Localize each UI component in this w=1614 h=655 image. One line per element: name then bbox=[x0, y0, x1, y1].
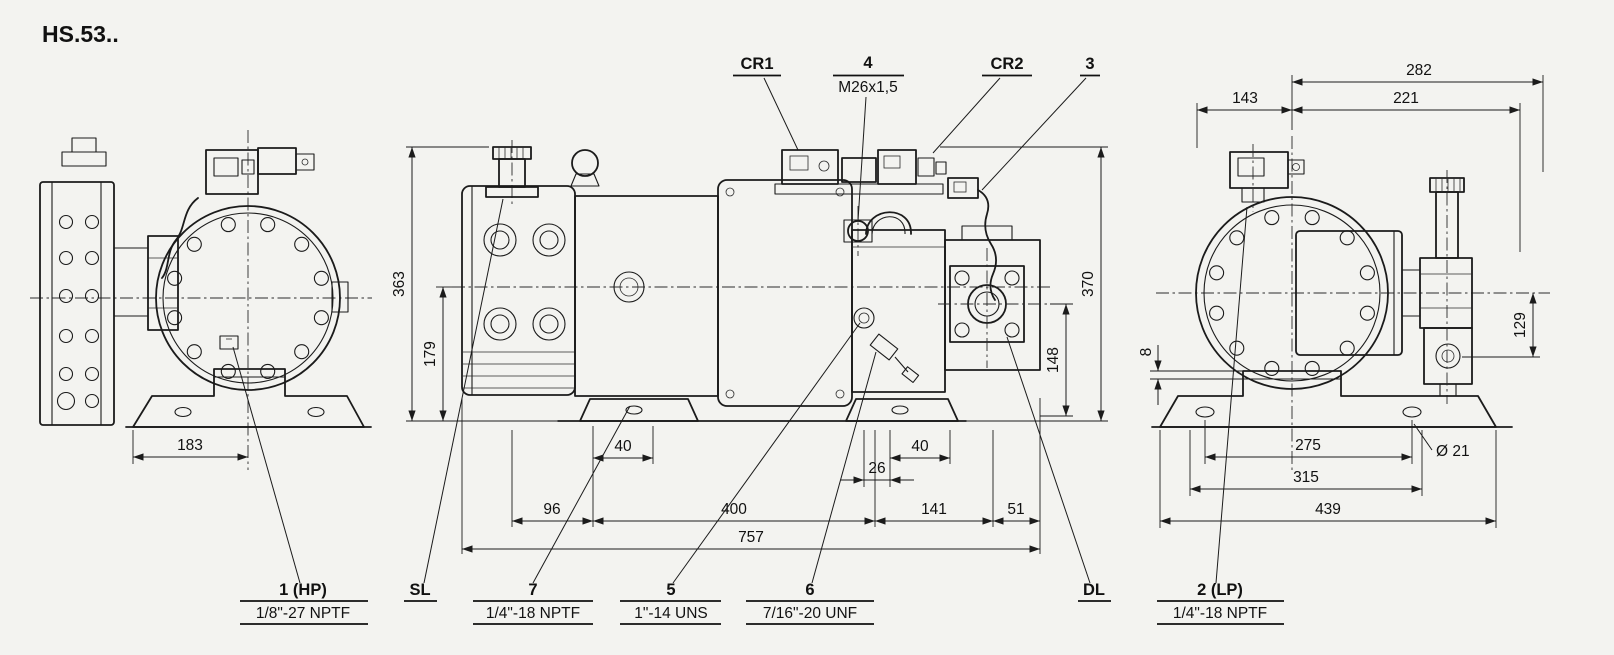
right-view: 282 143 221 129 8 275 315 439 Ø 21 bbox=[1138, 62, 1550, 528]
dim-282: 282 bbox=[1406, 62, 1432, 79]
callout-cr1: CR1 bbox=[740, 55, 773, 73]
plate-top-valve bbox=[61, 151, 107, 167]
page-title: HS.53.. bbox=[42, 21, 119, 47]
bottom-callouts: 1 (HP) 1/8"-27 NPTF SL 7 1/4"-18 NPTF 5 … bbox=[232, 198, 1284, 625]
dim-129: 129 bbox=[1512, 312, 1529, 338]
dim-40-right: 40 bbox=[911, 438, 929, 455]
callout-3: 3 bbox=[1085, 55, 1094, 73]
dim-143: 143 bbox=[1232, 90, 1258, 107]
mid-body bbox=[574, 195, 719, 397]
callout-2-lp: 2 (LP) bbox=[1197, 581, 1243, 599]
rear-foot bbox=[845, 398, 959, 422]
left-view: 183 bbox=[30, 130, 372, 470]
leader-2-lp bbox=[1215, 206, 1248, 584]
separator-panel bbox=[717, 179, 853, 407]
leader-3 bbox=[981, 77, 1087, 191]
solenoid-coil bbox=[257, 147, 297, 175]
thread-4: M26x1,5 bbox=[838, 79, 897, 96]
mounting-hole-right bbox=[1402, 406, 1422, 418]
hp-sensor bbox=[219, 335, 239, 350]
thread-6: 7/16"-20 UNF bbox=[763, 605, 857, 622]
suction-elbow bbox=[147, 235, 179, 331]
callout-dl: DL bbox=[1083, 581, 1105, 599]
callout-6: 6 bbox=[805, 581, 814, 599]
callout-5: 5 bbox=[666, 581, 675, 599]
dim-40-left: 40 bbox=[614, 438, 632, 455]
leader-4 bbox=[857, 96, 867, 222]
dim-275: 275 bbox=[1295, 437, 1321, 454]
connection-5 bbox=[853, 307, 875, 329]
leader-cr1 bbox=[763, 77, 799, 151]
dim-315: 315 bbox=[1293, 469, 1319, 486]
callout-cr2: CR2 bbox=[990, 55, 1023, 73]
dim-148: 148 bbox=[1045, 347, 1062, 373]
leader-hole-diameter bbox=[1413, 423, 1433, 451]
dim-96: 96 bbox=[543, 501, 560, 518]
thread-5: 1"-14 UNS bbox=[634, 605, 708, 622]
dim-370: 370 bbox=[1080, 271, 1097, 297]
connection-6-valve bbox=[869, 333, 899, 361]
dim-8: 8 bbox=[1138, 348, 1155, 357]
housing-circle bbox=[155, 205, 341, 391]
cable-3 bbox=[977, 189, 997, 301]
dim-hole-diameter: Ø 21 bbox=[1436, 443, 1470, 460]
callout-4: 4 bbox=[863, 54, 873, 72]
dim-221: 221 bbox=[1393, 90, 1419, 107]
dim-439: 439 bbox=[1315, 501, 1341, 518]
lp-solenoid bbox=[1229, 151, 1289, 189]
dim-141: 141 bbox=[921, 501, 947, 518]
mounting-hole-left bbox=[1195, 406, 1215, 418]
left-flange-plate bbox=[39, 181, 115, 426]
coil-3 bbox=[947, 177, 979, 199]
front-foot bbox=[579, 398, 699, 422]
foot-bracket-right bbox=[1159, 370, 1497, 428]
discharge-housing bbox=[944, 239, 1041, 371]
leader-1-hp bbox=[232, 346, 301, 584]
discharge-body bbox=[851, 229, 946, 393]
leader-sl bbox=[423, 198, 504, 584]
thread-1-hp: 1/8"-27 NPTF bbox=[256, 605, 350, 622]
thread-2-lp: 1/4"-18 NPTF bbox=[1173, 605, 1267, 622]
side-view: 363 179 370 148 40 40 26 96 bbox=[391, 140, 1108, 554]
cr1-valve-block bbox=[781, 149, 839, 185]
leader-dl bbox=[1006, 336, 1091, 584]
leader-cr2 bbox=[932, 77, 1001, 154]
dim-26: 26 bbox=[868, 460, 885, 477]
dim-400: 400 bbox=[721, 501, 747, 518]
dim-179: 179 bbox=[422, 341, 439, 367]
dim-183: 183 bbox=[177, 437, 203, 454]
callout-7: 7 bbox=[528, 581, 537, 599]
leader-5 bbox=[672, 322, 861, 584]
housing-circle-right bbox=[1195, 196, 1389, 390]
dim-51: 51 bbox=[1007, 501, 1024, 518]
leader-7 bbox=[532, 405, 631, 584]
lifting-eye bbox=[571, 149, 599, 177]
cable bbox=[161, 197, 199, 279]
dim-757: 757 bbox=[738, 529, 764, 546]
foot-bracket bbox=[132, 368, 365, 428]
dim-363: 363 bbox=[391, 271, 408, 297]
cr2-valve-block bbox=[877, 149, 917, 185]
thread-7: 1/4"-18 NPTF bbox=[486, 605, 580, 622]
callout-sl: SL bbox=[409, 581, 430, 599]
top-callouts: CR1 4 M26x1,5 CR2 3 bbox=[733, 54, 1100, 222]
leader-6 bbox=[811, 351, 877, 584]
callout-1-hp: 1 (HP) bbox=[279, 581, 327, 599]
